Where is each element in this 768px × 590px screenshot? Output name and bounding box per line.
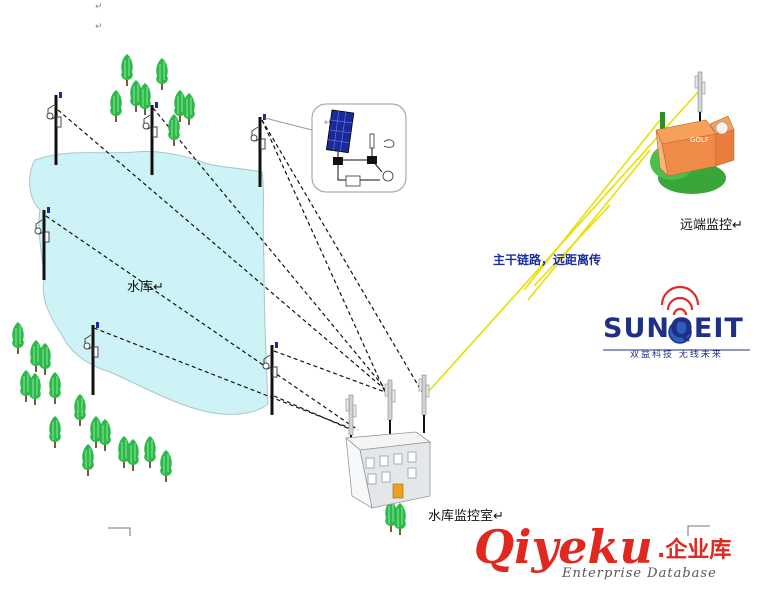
remote-monitor-label: 远端监控↵ (680, 218, 743, 233)
remote-building: GOLF (650, 71, 735, 194)
backbone-link (427, 91, 699, 393)
solar-paragraph-mark: ↵ (324, 118, 332, 128)
logo-wifi-icon (660, 285, 700, 316)
dashed-links (45, 107, 423, 431)
crop-marks (108, 525, 710, 536)
watermark-cn: .企业库 (657, 538, 732, 563)
watermark-brand: Qiyeku (474, 520, 653, 574)
logo-globe-icon (668, 320, 692, 344)
svg-text:GOLF: GOLF (690, 136, 709, 144)
control-room-label: 水库监控室↵ (428, 509, 504, 524)
control-room-building (345, 374, 432, 509)
paragraph-mark: ↵ (95, 22, 103, 32)
paragraph-mark: ↵ (95, 2, 103, 12)
backbone-link-label: 主干链路，远距离传 (493, 253, 602, 267)
solar-callout (264, 103, 407, 193)
reservoir-label: 水库↵ (127, 280, 164, 295)
logo-slogan: 双益科技 无线未来 (630, 350, 723, 360)
watermark-sub: Enterprise Database (562, 566, 717, 581)
logo-brand: SUNQEIT (603, 313, 744, 344)
